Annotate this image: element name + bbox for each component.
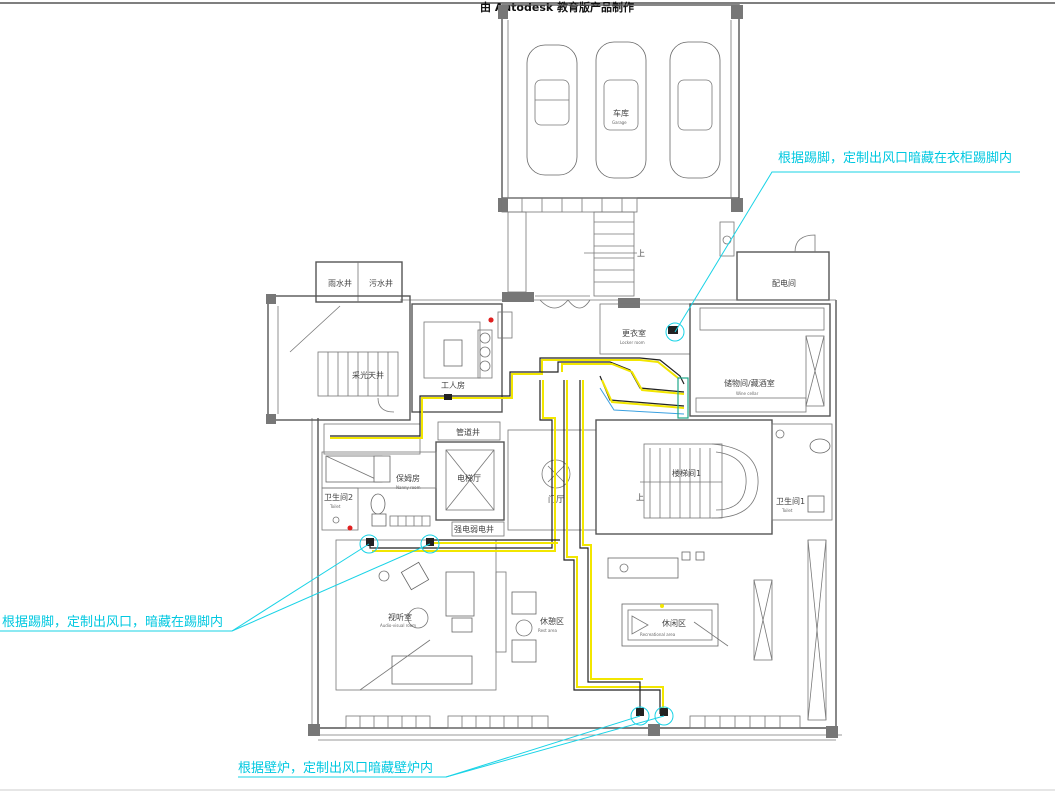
note-top-right: 根据踢脚，定制出风口暗藏在衣柜踢脚内 <box>778 150 1012 166</box>
rest-area-label-en: Rest area <box>538 628 557 633</box>
locker-room-label-en: Locker room <box>620 340 645 345</box>
stair-hall-label: 楼梯间1 <box>672 468 701 478</box>
car-1 <box>526 44 578 176</box>
garage-label-en: Garage <box>612 120 627 125</box>
garage-block: 车库 Garage <box>498 4 743 212</box>
leisure-label: 休闲区 <box>662 618 686 628</box>
stair-up-label: 上 <box>637 249 645 258</box>
toilet-left-label-en: Toilet <box>329 504 341 509</box>
annotation-left: 根据踢脚，定制出风口，暗藏在踢脚内 <box>0 534 440 632</box>
note-left: 根据踢脚，定制出风口，暗藏在踢脚内 <box>2 614 223 630</box>
leisure-area: 休闲区 Recreational area <box>607 539 827 729</box>
stairwell-right: 楼梯间1 上 卫生间1 Toilet <box>595 419 833 535</box>
rain-well-label: 雨水井 <box>328 278 352 288</box>
nanny-room-label-en: Nanny room <box>396 485 421 490</box>
rest-area-label: 休憩区 <box>540 616 564 626</box>
toilet-left-label: 卫生间2 <box>324 492 353 502</box>
av-room: 视听室 Audio-visual room <box>335 539 549 729</box>
annotation-bottom: 根据壁炉，定制出风口暗藏壁炉内 <box>238 706 674 778</box>
locker-storage: 更衣室 Locker room 储物间/藏酒室 Wine cellar <box>599 303 831 417</box>
av-room-label: 视听室 <box>388 612 412 622</box>
note-bottom: 根据壁炉，定制出风口暗藏壁炉内 <box>238 760 433 776</box>
power-room-label: 配电间 <box>772 278 796 288</box>
power-room: 配电间 <box>719 221 830 301</box>
stair-hall-up-label: 上 <box>636 493 644 502</box>
nanny-room-label: 保姆房 <box>396 473 420 483</box>
storage-label-en: Wine cellar <box>736 391 759 396</box>
annotation-top-right: 根据踢脚，定制出风口暗藏在衣柜踢脚内 <box>665 150 1020 342</box>
weak-shaft-label: 强电弱电井 <box>454 524 494 534</box>
car-2 <box>595 41 647 179</box>
entrance-stair: 上 <box>501 197 645 309</box>
stair-courtyard: 采光天井 <box>266 294 411 424</box>
leisure-label-en: Recreational area <box>640 632 676 637</box>
car-3 <box>669 41 721 179</box>
duct-routes <box>330 317 689 716</box>
sewage-well-label: 污水井 <box>369 278 393 288</box>
stair-courtyard-label: 采光天井 <box>352 370 384 380</box>
worker-room-label: 工人房 <box>441 380 465 390</box>
locker-room-label: 更衣室 <box>622 328 646 338</box>
central-service: 管道井 电梯厅 保姆房 Nanny room 卫生间2 Toilet 强电弱电井 <box>321 421 505 537</box>
outer-walls <box>308 299 842 741</box>
worker-room: 工人房 <box>411 303 513 413</box>
rest-area: 休憩区 Rest area <box>495 571 564 663</box>
toilet-right-label: 卫生间1 <box>776 496 805 506</box>
pipe-shaft-label: 管道井 <box>456 427 480 437</box>
watermark-text: 由 Autodesk 教育版产品制作 <box>480 0 634 14</box>
storage-label: 储物间/藏酒室 <box>724 378 775 388</box>
elevator-label: 电梯厅 <box>457 473 481 483</box>
toilet-right-label-en: Toilet <box>781 508 793 513</box>
av-room-label-en: Audio-visual room <box>380 623 416 628</box>
garage-label: 车库 <box>613 108 629 118</box>
